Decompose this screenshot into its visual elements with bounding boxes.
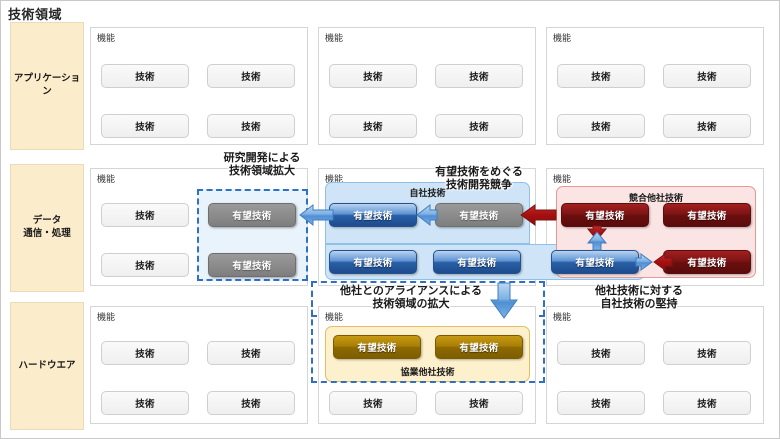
tech-chip[interactable]: 技術 <box>207 341 295 365</box>
note-alliance-line1: 他社とのアライアンスによる <box>340 284 482 297</box>
panel-label: 機能 <box>325 175 344 185</box>
own-tech-chip[interactable]: 有望技術 <box>551 250 639 274</box>
note-defend: 他社技術に対する 自社技術の堅持 <box>559 284 719 310</box>
group-partner-tech-title: 協業他社技術 <box>400 368 455 378</box>
panel-label: 機能 <box>325 313 344 323</box>
row-label-application-text: アプリケーション <box>13 73 81 97</box>
competitor-tech-chip[interactable]: 有望技術 <box>561 203 649 227</box>
tech-chip[interactable]: 技術 <box>557 391 645 415</box>
partner-tech-chip[interactable]: 有望技術 <box>333 335 421 359</box>
tech-chip[interactable]: 技術 <box>101 341 189 365</box>
row-label-hardware-text: ハードウエア <box>18 359 76 371</box>
highlight-alliance <box>311 281 545 383</box>
page-title: 技術領域 <box>8 8 63 23</box>
tech-chip[interactable]: 技術 <box>101 203 189 227</box>
panel-label: 機能 <box>553 175 572 185</box>
promising-tech-chip-neutral[interactable]: 有望技術 <box>208 203 296 227</box>
tech-chip[interactable]: 技術 <box>329 391 417 415</box>
tech-chip[interactable]: 技術 <box>557 64 645 88</box>
tech-chip[interactable]: 技術 <box>557 114 645 138</box>
note-defend-line1: 他社技術に対する <box>595 284 683 297</box>
tech-chip[interactable]: 技術 <box>663 114 751 138</box>
row-label-data: データ 通信・処理 <box>10 164 84 292</box>
tech-chip[interactable]: 技術 <box>435 64 523 88</box>
own-tech-chip[interactable]: 有望技術 <box>329 250 417 274</box>
competitor-tech-chip[interactable]: 有望技術 <box>663 203 751 227</box>
panel-label: 機能 <box>325 34 344 44</box>
tech-chip[interactable]: 技術 <box>101 114 189 138</box>
tech-chip[interactable]: 技術 <box>101 391 189 415</box>
partner-tech-chip[interactable]: 有望技術 <box>435 335 523 359</box>
group-competitor-tech-title: 競合他社技術 <box>628 194 683 204</box>
note-rd-competition-line1: 有望技術をめぐる <box>435 165 523 178</box>
tech-chip[interactable]: 技術 <box>663 341 751 365</box>
tech-chip[interactable]: 技術 <box>101 253 189 277</box>
panel-label: 機能 <box>97 175 116 185</box>
promising-tech-chip-neutral[interactable]: 有望技術 <box>208 253 296 277</box>
tech-chip[interactable]: 技術 <box>557 341 645 365</box>
panel-label: 機能 <box>553 313 572 323</box>
row-label-application: アプリケーション <box>10 22 84 150</box>
panel-label: 機能 <box>97 313 116 323</box>
note-rd-expansion-line1: 研究開発による <box>223 151 301 164</box>
note-alliance: 他社とのアライアンスによる 技術領域の拡大 <box>318 284 504 310</box>
group-own-tech-title: 自社技術 <box>409 189 446 199</box>
note-rd-competition: 有望技術をめぐる 技術開発競争 <box>411 165 547 191</box>
tech-chip[interactable]: 技術 <box>663 64 751 88</box>
note-alliance-line2: 技術領域の拡大 <box>372 297 450 311</box>
panel-label: 機能 <box>97 34 116 44</box>
tech-chip[interactable]: 技術 <box>329 114 417 138</box>
row-label-data-text: データ 通信・処理 <box>23 215 71 239</box>
note-rd-expansion-line2: 技術領域拡大 <box>229 164 295 178</box>
note-defend-line2: 自社技術の堅持 <box>600 297 678 311</box>
panel-label: 機能 <box>553 34 572 44</box>
own-tech-chip[interactable]: 有望技術 <box>329 203 417 227</box>
row-label-hardware: ハードウエア <box>10 302 84 430</box>
tech-chip[interactable]: 技術 <box>101 64 189 88</box>
tech-chip[interactable]: 技術 <box>435 114 523 138</box>
tech-chip[interactable]: 技術 <box>663 391 751 415</box>
note-rd-expansion: 研究開発による 技術領域拡大 <box>192 151 332 177</box>
tech-chip[interactable]: 技術 <box>435 391 523 415</box>
tech-chip[interactable]: 技術 <box>329 64 417 88</box>
own-tech-chip[interactable]: 有望技術 <box>433 250 521 274</box>
contested-tech-chip[interactable]: 有望技術 <box>435 203 523 227</box>
competitor-tech-chip[interactable]: 有望技術 <box>663 250 751 274</box>
note-rd-competition-line2: 技術開発競争 <box>446 178 512 192</box>
tech-chip[interactable]: 技術 <box>207 114 295 138</box>
tech-chip[interactable]: 技術 <box>207 391 295 415</box>
tech-chip[interactable]: 技術 <box>207 64 295 88</box>
